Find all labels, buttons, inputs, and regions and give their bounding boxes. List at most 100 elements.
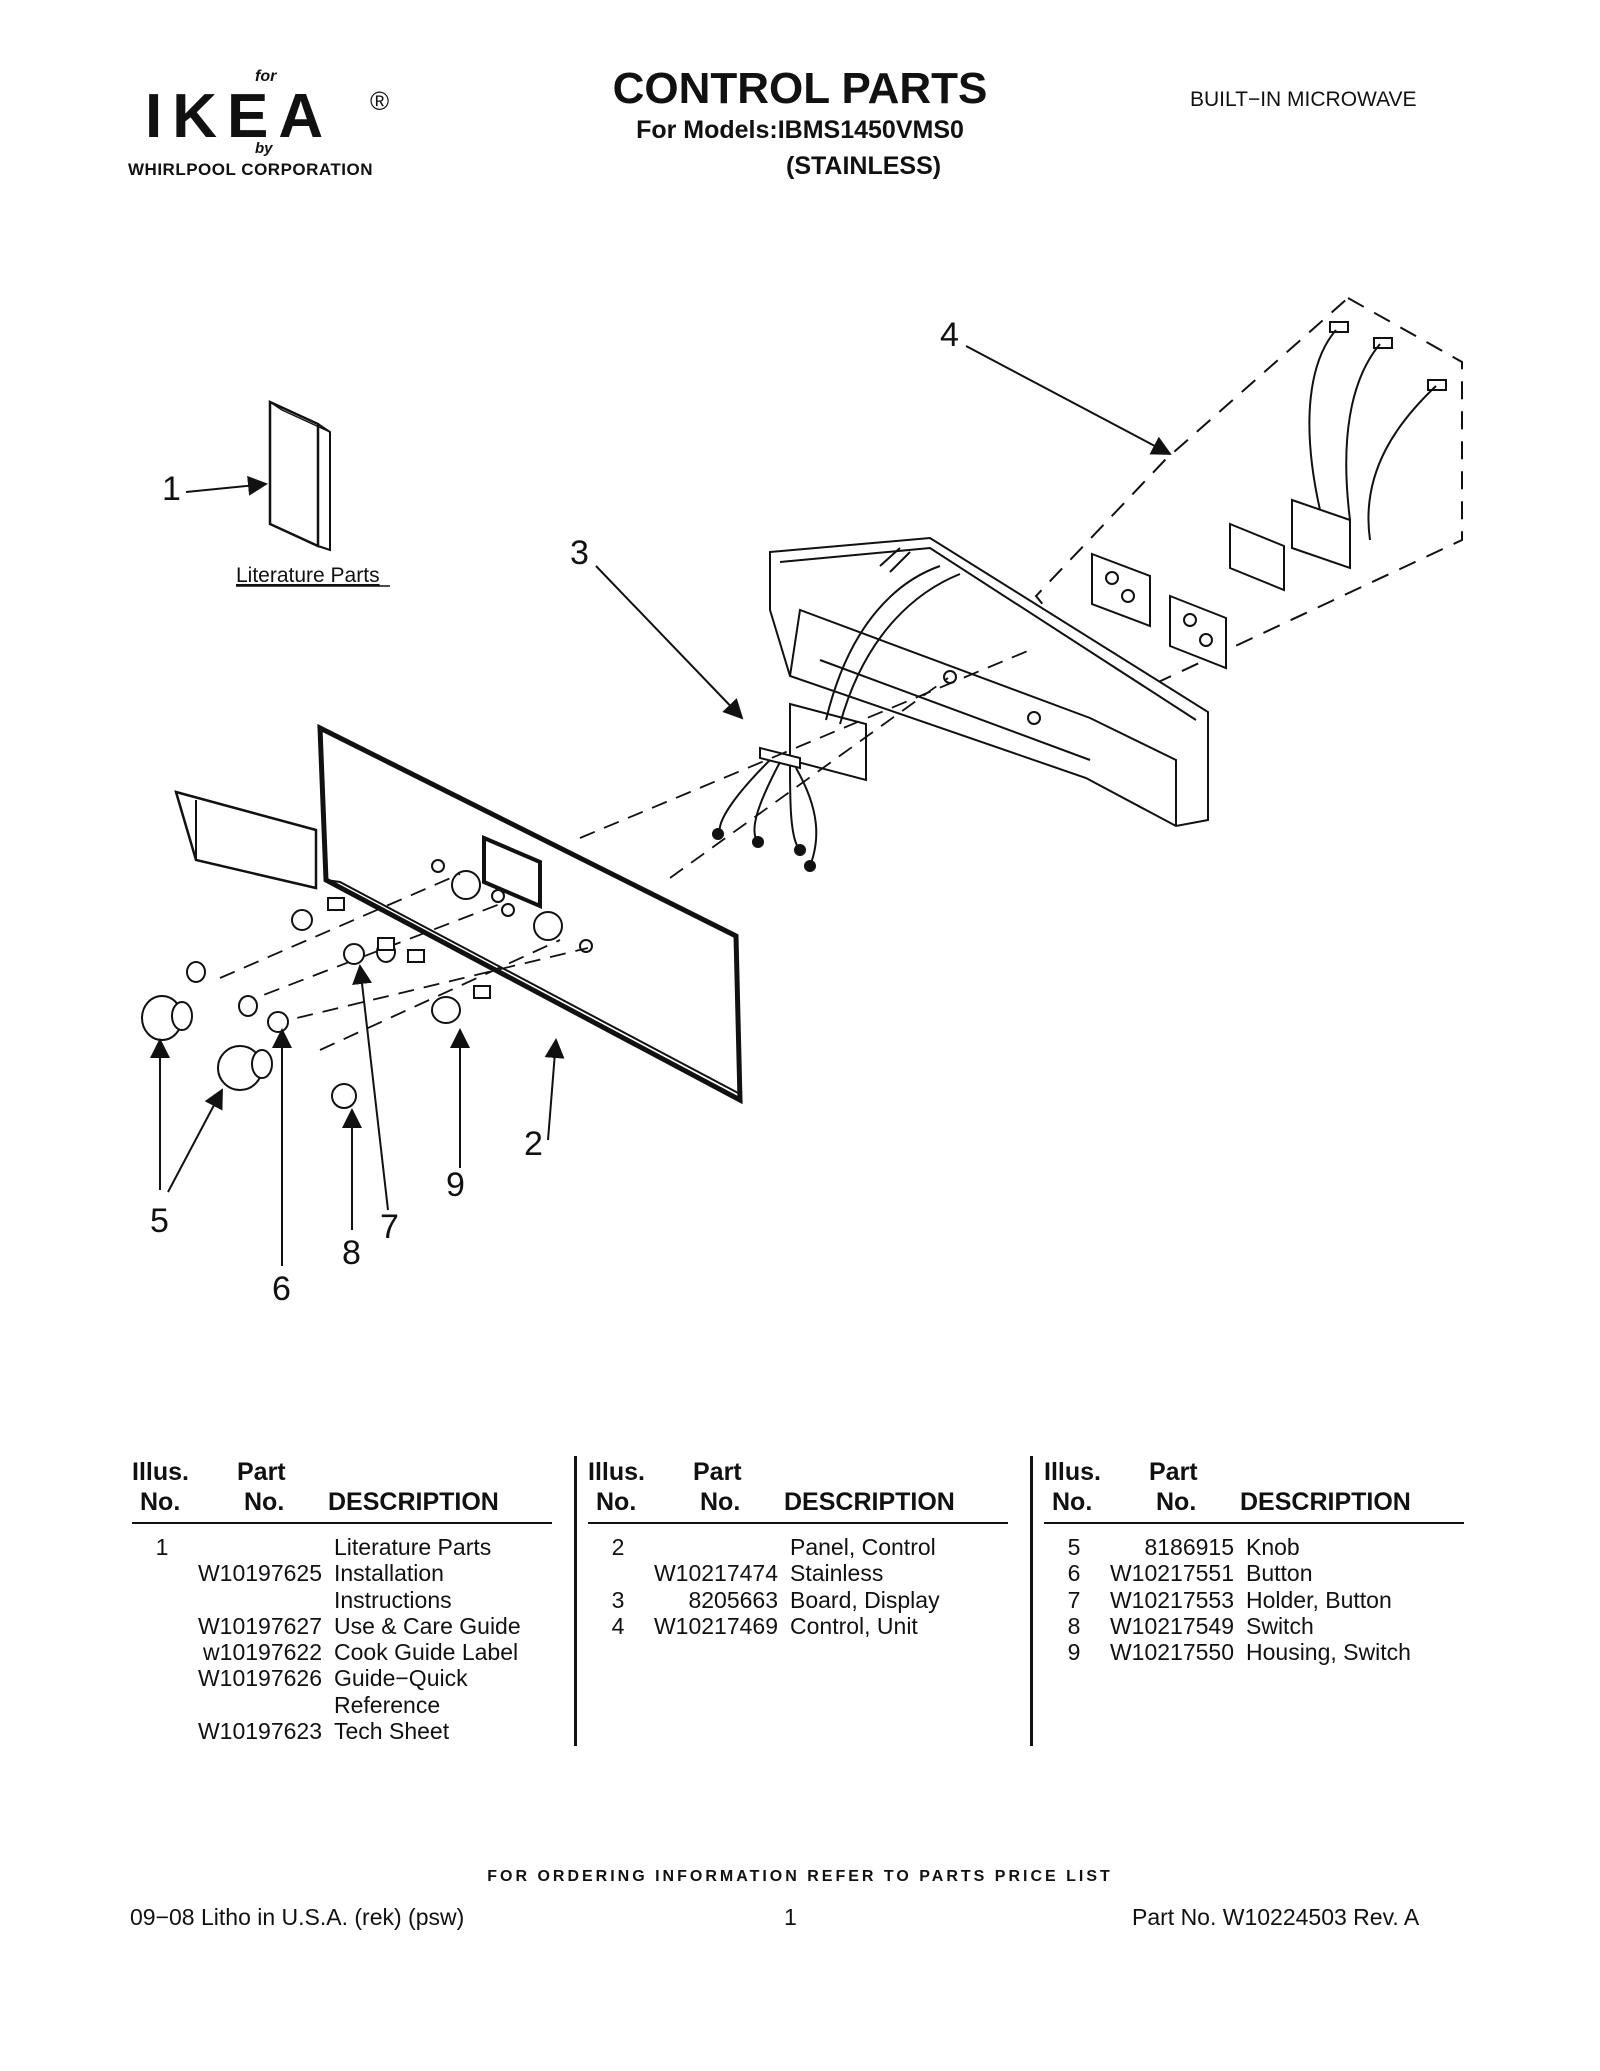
leader-3 (595, 565, 744, 720)
header-illus: Illus. (588, 1458, 645, 1486)
table-row: 4 W10217469 Control, Unit (588, 1613, 1008, 1639)
illus-number: 3 (611, 1586, 625, 1613)
logo-by-text: by (255, 140, 273, 157)
part-number: W10197627 (197, 1612, 322, 1639)
part-number: W10217549 (1109, 1612, 1234, 1639)
page-number: 1 (784, 1904, 797, 1930)
knobs-buttons (141, 897, 491, 1109)
header-part: Part (693, 1458, 742, 1486)
illus-number: 5 (1067, 1534, 1081, 1560)
litho-info: 09−08 Litho in U.S.A. (rek) (psw) (130, 1904, 465, 1930)
header-description: DESCRIPTION (784, 1488, 955, 1516)
table-row: W10197625 Installation (132, 1560, 552, 1586)
callout-6: 6 (272, 1270, 291, 1308)
leader-4 (965, 345, 1172, 455)
table-row: Reference (132, 1692, 552, 1718)
literature-booklet (268, 400, 331, 552)
column-divider (1030, 1456, 1033, 1746)
table-row: 9 W10217550 Housing, Switch (1044, 1639, 1464, 1665)
registered-mark: ® (370, 86, 390, 116)
part-description: Panel, Control (790, 1534, 936, 1560)
callout-8: 8 (342, 1234, 361, 1272)
part-description: Board, Display (790, 1586, 940, 1613)
illus-number: 6 (1067, 1560, 1081, 1587)
table-row: 1 Literature Parts (132, 1534, 552, 1560)
display-board (712, 565, 961, 872)
header-illus: Illus. (132, 1458, 189, 1486)
logo-corporation: WHIRLPOOL CORPORATION (128, 160, 374, 179)
header-illus: Illus. (1044, 1458, 1101, 1486)
model-variant: (STAINLESS) (786, 152, 942, 180)
part-description: Instructions (334, 1586, 452, 1613)
housing-chassis (769, 536, 1209, 828)
part-number: W10197623 (197, 1718, 322, 1745)
illus-number: 1 (155, 1534, 169, 1560)
part-description: Guide−Quick (334, 1665, 468, 1692)
table-row: 8 W10217549 Switch (1044, 1613, 1464, 1639)
table-row: W10217474 Stainless (588, 1560, 1008, 1586)
document-part-number: Part No. W10224503 Rev. A (1132, 1904, 1420, 1930)
header-part: Part (237, 1458, 286, 1486)
part-description: Literature Parts (334, 1534, 492, 1560)
table-row: W10197626 Guide−Quick (132, 1665, 552, 1691)
part-description: Switch (1246, 1612, 1314, 1639)
header-description: DESCRIPTION (1240, 1488, 1411, 1516)
callout-5: 5 (150, 1202, 169, 1240)
callout-3: 3 (570, 534, 589, 572)
exploded-parts-diagram: 1 2 3 4 5 6 7 8 9 Literature Parts (141, 296, 1463, 1308)
part-description: Control, Unit (790, 1612, 918, 1639)
part-number: W10217474 (653, 1560, 778, 1587)
column-divider (574, 1456, 577, 1746)
header-part-no: No. (1156, 1488, 1197, 1516)
header-illus-no: No. (1052, 1488, 1093, 1516)
callout-4: 4 (940, 316, 959, 354)
side-bracket (174, 790, 318, 890)
illus-number: 9 (1067, 1639, 1081, 1666)
model-line: For Models:IBMS1450VMS0 (636, 116, 964, 144)
table-row: w10197622 Cook Guide Label (132, 1639, 552, 1665)
part-description: Stainless (790, 1560, 884, 1587)
part-description: Knob (1246, 1534, 1300, 1560)
header-illus-no: No. (596, 1488, 637, 1516)
part-number: W10197625 (197, 1560, 322, 1587)
table-row: 3 8205663 Board, Display (588, 1587, 1008, 1613)
illus-number: 8 (1067, 1612, 1081, 1639)
header-part: Part (1149, 1458, 1198, 1486)
callout-9: 9 (446, 1166, 465, 1204)
table-row: Instructions (132, 1587, 552, 1613)
control-unit-box (1034, 296, 1463, 702)
literature-parts-label: Literature Parts (236, 564, 380, 587)
control-panel (317, 723, 743, 1105)
table-row: W10197627 Use & Care Guide (132, 1613, 552, 1639)
ikea-logo: IKEA (145, 82, 334, 151)
part-description: Button (1246, 1560, 1313, 1587)
header-description: DESCRIPTION (328, 1488, 499, 1516)
part-number: W10217550 (1109, 1639, 1234, 1666)
part-description: Installation (334, 1560, 444, 1587)
illus-number: 4 (611, 1612, 625, 1639)
part-number: W10217553 (1109, 1586, 1234, 1613)
part-description: Holder, Button (1246, 1586, 1392, 1613)
part-description: Use & Care Guide (334, 1612, 521, 1639)
table-header: Illus. No. Part No. DESCRIPTION (1044, 1458, 1464, 1524)
part-number: 8205663 (688, 1586, 778, 1613)
callout-7: 7 (380, 1208, 399, 1246)
illus-number: 2 (611, 1534, 625, 1560)
part-description: Tech Sheet (334, 1718, 450, 1745)
part-number: W10217469 (653, 1612, 778, 1639)
callout-1: 1 (162, 470, 181, 508)
header-illus-no: No. (140, 1488, 181, 1516)
part-number: w10197622 (203, 1639, 322, 1666)
part-description: Cook Guide Label (334, 1639, 519, 1666)
part-number: W10197626 (197, 1665, 322, 1692)
product-type: BUILT−IN MICROWAVE (1190, 88, 1417, 111)
part-description: Housing, Switch (1246, 1639, 1411, 1666)
